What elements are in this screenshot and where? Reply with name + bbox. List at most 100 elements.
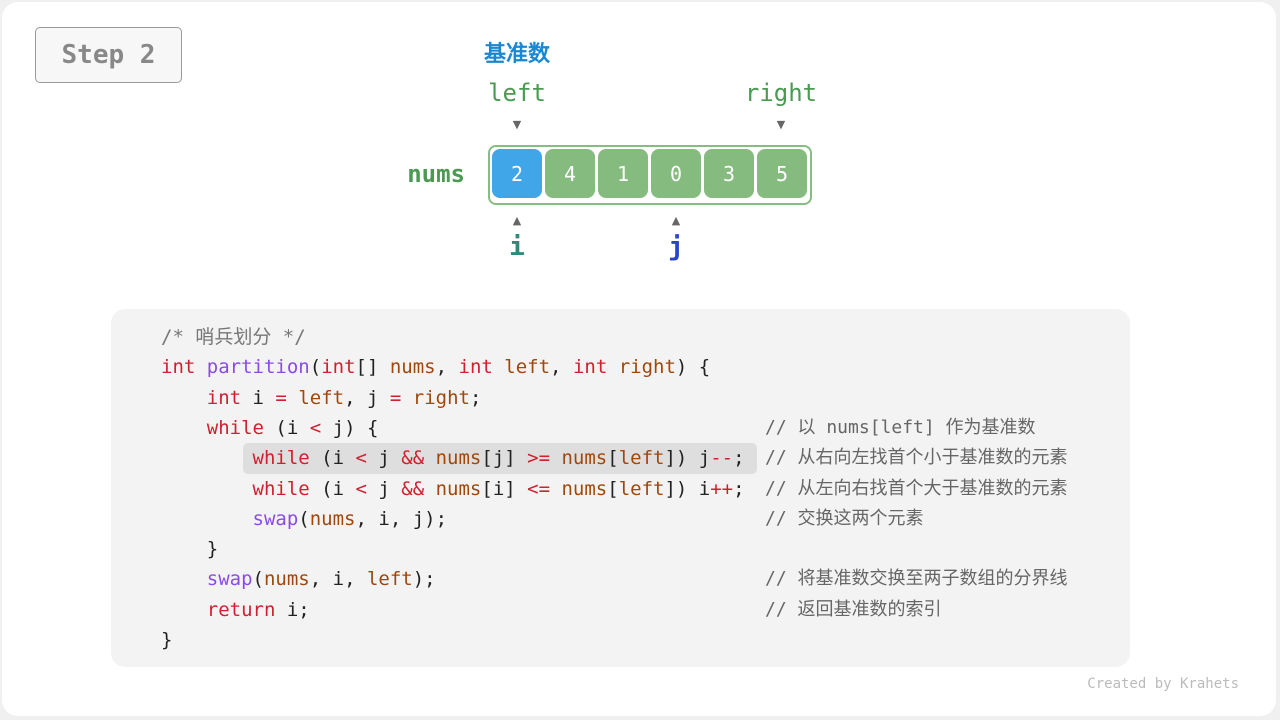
array-name: nums: [407, 160, 465, 188]
code-token: }: [161, 538, 219, 561]
array-cell: 5: [757, 149, 807, 198]
code-token: , i,: [309, 568, 367, 591]
code-token: left: [298, 386, 345, 409]
code-token: [550, 447, 561, 469]
code-token: <: [355, 447, 367, 470]
code-token: [424, 447, 435, 469]
code-token: ,: [550, 356, 573, 379]
code-line: }: [161, 625, 172, 655]
code-token: [287, 387, 298, 409]
right-arrow-icon: ▼: [776, 118, 786, 131]
code-block: [111, 309, 1130, 667]
code-token: i;: [275, 598, 310, 621]
code-token: [161, 568, 207, 590]
code-token: ]) j: [664, 447, 711, 470]
code-token: [j]: [481, 447, 528, 470]
code-line: /* 哨兵划分 */: [161, 322, 306, 352]
array-container: [488, 145, 812, 205]
code-token: (i: [309, 447, 356, 470]
code-token: [i]: [481, 477, 528, 500]
code-token: while: [252, 447, 310, 470]
code-token: ;: [469, 386, 482, 409]
left-pointer-label: left: [488, 79, 546, 107]
code-token: [161, 417, 207, 439]
code-token: return: [206, 598, 276, 621]
code-token: [607, 356, 618, 378]
code-token: [401, 387, 412, 409]
code-token: --: [710, 447, 734, 470]
code-token: partition: [206, 356, 310, 379]
code-token: (i: [309, 477, 356, 500]
code-comment: // 将基准数交换至两子数组的分界线: [765, 568, 1068, 590]
code-token: left: [618, 447, 665, 470]
j-pointer-label: j: [668, 232, 684, 262]
code-comment: // 返回基准数的索引: [765, 598, 942, 620]
code-token: (i: [263, 416, 310, 439]
array-cell: 2: [492, 149, 542, 198]
code-line: int i = left, j = right;: [161, 383, 482, 413]
code-token: j: [366, 477, 402, 500]
code-token: , i, j);: [355, 507, 448, 530]
left-arrow-icon: ▼: [512, 118, 522, 131]
code-token: ]) i: [664, 477, 711, 500]
code-token: while: [252, 477, 310, 500]
code-token: ;: [733, 477, 745, 500]
code-token: , j: [344, 386, 390, 409]
code-token: right: [618, 356, 676, 379]
code-token: i: [241, 386, 276, 409]
code-comment: // 从右向左找首个小于基准数的元素: [765, 447, 1068, 469]
highlighted-line: [243, 443, 757, 474]
code-token: [161, 478, 253, 500]
code-token: nums: [561, 447, 608, 470]
code-token: >=: [527, 447, 551, 470]
code-token: <: [309, 416, 322, 439]
code-token: j) {: [321, 416, 379, 439]
code-token: [161, 599, 207, 621]
code-token: ) {: [675, 356, 711, 379]
code-token: }: [161, 629, 173, 651]
code-token: [: [607, 477, 619, 500]
code-token: <: [355, 477, 367, 500]
code-token: [424, 478, 435, 500]
code-token: left: [618, 477, 665, 500]
code-token: int: [458, 356, 493, 379]
code-token: =: [275, 386, 287, 409]
code-line: int partition(int[] nums, int left, int …: [161, 352, 710, 382]
code-line: while (i < j && nums[j] >= nums[left]) j…: [161, 443, 745, 473]
right-pointer-label: right: [744, 79, 818, 107]
code-token: [550, 478, 561, 500]
code-token: [161, 447, 253, 469]
code-token: [161, 387, 207, 409]
code-token: int: [321, 356, 356, 379]
code-token: int: [206, 386, 242, 409]
code-token: ;: [733, 447, 745, 470]
code-comment: // 交换这两个元素: [765, 507, 924, 529]
code-token: );: [412, 568, 436, 591]
code-line: }: [161, 534, 218, 564]
code-token: <=: [527, 477, 551, 500]
code-token: =: [389, 386, 402, 409]
step-label: Step 2: [35, 27, 182, 83]
code-line: return i;: [161, 595, 310, 625]
code-token: [: [607, 447, 619, 470]
code-token: nums: [435, 447, 482, 470]
array-cell: 0: [651, 149, 701, 198]
code-token: left: [366, 568, 413, 591]
code-token: j: [366, 447, 402, 470]
code-token: nums: [389, 356, 436, 379]
code-token: &&: [401, 447, 425, 470]
code-token: &&: [401, 477, 425, 500]
code-token: [161, 508, 253, 530]
code-token: /* 哨兵划分 */: [161, 326, 306, 348]
code-token: swap: [206, 568, 253, 591]
code-token: []: [355, 356, 390, 379]
code-token: nums: [309, 507, 356, 530]
code-line: swap(nums, i, left);: [161, 564, 436, 594]
code-token: nums: [435, 477, 482, 500]
code-comment: // 以 nums[left] 作为基准数: [765, 416, 1036, 438]
code-token: int: [572, 356, 608, 379]
code-token: left: [504, 356, 551, 379]
code-token: [493, 356, 504, 378]
code-token: ,: [435, 356, 459, 379]
array-cell: 1: [598, 149, 648, 198]
